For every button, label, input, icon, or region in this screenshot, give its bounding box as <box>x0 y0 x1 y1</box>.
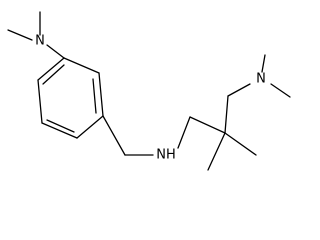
ring-bond-4 <box>41 122 78 139</box>
atom-label-n-aryl: N <box>35 34 45 49</box>
atom-label-nh-amine: NH <box>156 148 176 163</box>
bond-cq-methyl-right <box>224 132 257 156</box>
bond-nh-ch2 <box>177 116 191 149</box>
bond-cq-ch2 <box>224 95 229 134</box>
ring-bond-1 <box>63 57 100 74</box>
bond-ch2-cq <box>189 116 226 134</box>
atom-label-n-terminal: N <box>256 72 266 87</box>
ring-double-bond-2 <box>46 119 75 133</box>
bond-cq-methyl-down <box>207 132 226 171</box>
bond-ch2-n3 <box>227 83 251 97</box>
bond-methyl-n1-left <box>7 29 33 41</box>
molecule-structure: N NH N <box>7 11 291 171</box>
ring-double-bond-3 <box>42 64 65 85</box>
ring-bond-2 <box>98 72 104 117</box>
ring-bond-5 <box>37 79 43 124</box>
ring-bond-3 <box>76 115 104 139</box>
ring-double-bond-1 <box>92 78 97 114</box>
bond-n1-ring <box>46 44 65 59</box>
ring-bond-6 <box>37 57 65 81</box>
bond-ring-ch2 <box>102 115 126 156</box>
bond-n3-methyl-up <box>261 54 266 73</box>
bond-n3-methyl-right <box>270 83 291 98</box>
